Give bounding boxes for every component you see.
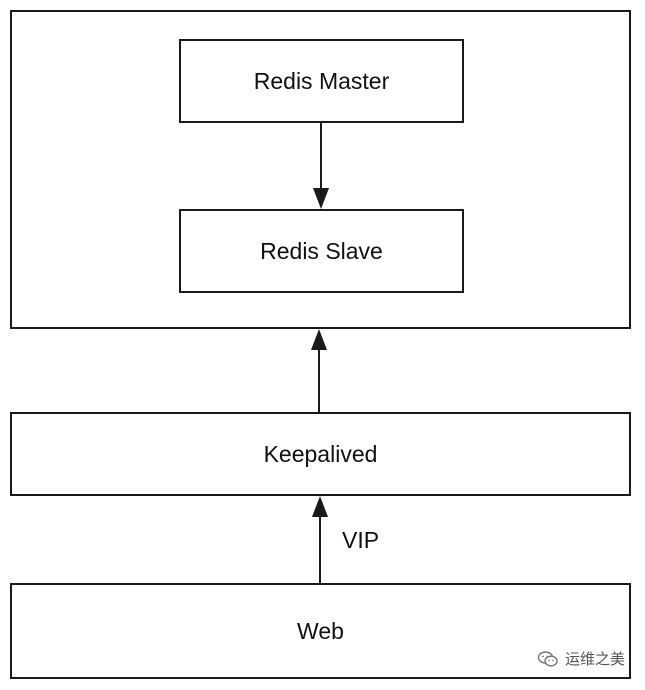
watermark-text: 运维之美 (564, 650, 625, 668)
keepalived-node: Keepalived (10, 412, 631, 496)
web-label: Web (297, 618, 344, 644)
web-node: Web (10, 583, 631, 679)
redis-slave-label: Redis Slave (260, 238, 383, 264)
wechat-icon (537, 650, 559, 668)
vip-edge-label: VIP (342, 527, 380, 553)
redis-master-node: Redis Master (179, 39, 464, 123)
arrow-keepalived-to-redis (311, 329, 327, 412)
redis-master-label: Redis Master (253, 68, 390, 94)
redis-slave-node: Redis Slave (179, 209, 464, 293)
watermark: 运维之美 (537, 648, 625, 669)
arrow-web-to-keepalived (312, 496, 328, 583)
keepalived-label: Keepalived (263, 441, 378, 467)
